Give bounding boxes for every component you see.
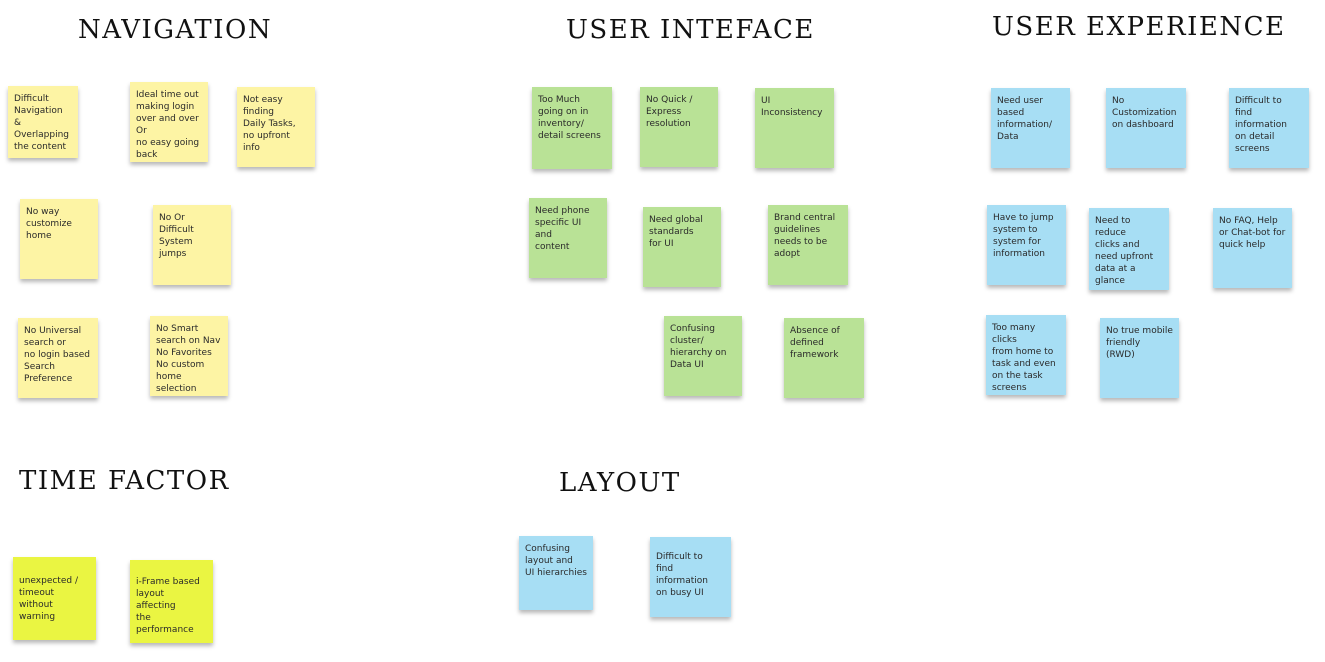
sticky-note: Too many clicks from home to task and ev… [986, 315, 1066, 395]
sticky-note: Need phone specific UI and content [529, 198, 607, 278]
sticky-note: Difficult to find information on detail … [1229, 88, 1309, 168]
user-interface-heading: USER INTEFACE [566, 15, 815, 45]
sticky-note: Too Much going on in inventory/ detail s… [532, 87, 612, 169]
sticky-note: No Quick / Express resolution [640, 87, 718, 167]
sticky-note: Have to jump system to system for inform… [987, 205, 1066, 285]
navigation-heading: NAVIGATION [78, 15, 273, 45]
sticky-note: Ideal time out making login over and ove… [130, 82, 208, 162]
sticky-note: No Smart search on Nav No Favorites No c… [150, 316, 228, 396]
sticky-note: No FAQ, Help or Chat-bot for quick help [1213, 208, 1292, 288]
sticky-note: No Or Difficult System jumps [153, 205, 231, 285]
sticky-note: Difficult Navigation & Overlapping the c… [8, 86, 78, 158]
sticky-note: unexpected / timeout without warning [13, 557, 96, 640]
sticky-note: Confusing cluster/ hierarchy on Data UI [664, 316, 742, 396]
sticky-note: Difficult to find information on busy UI [650, 537, 731, 617]
time-factor-heading: TIME FACTOR [19, 466, 230, 496]
sticky-note: Need to reduce clicks and need upfront d… [1089, 208, 1169, 290]
sticky-note: Absence of defined framework [784, 318, 864, 398]
sticky-note: Need user based information/ Data [991, 88, 1070, 168]
sticky-note: No Customization on dashboard [1106, 88, 1186, 168]
sticky-note: Not easy finding Daily Tasks, no upfront… [237, 87, 315, 167]
sticky-note: Need global standards for UI [643, 207, 721, 287]
sticky-note: i-Frame based layout affecting the perfo… [130, 560, 213, 643]
user-experience-heading: USER EXPERIENCE [992, 12, 1286, 42]
sticky-note: UI Inconsistency [755, 88, 834, 168]
sticky-note: No way customize home [20, 199, 98, 279]
sticky-note: Brand central guidelines needs to be ado… [768, 205, 848, 285]
sticky-note: No Universal search or no login based Se… [18, 318, 98, 398]
layout-heading: LAYOUT [559, 468, 681, 498]
sticky-note: No true mobile friendly (RWD) [1100, 318, 1179, 398]
sticky-note: Confusing layout and UI hierarchies [519, 536, 593, 610]
